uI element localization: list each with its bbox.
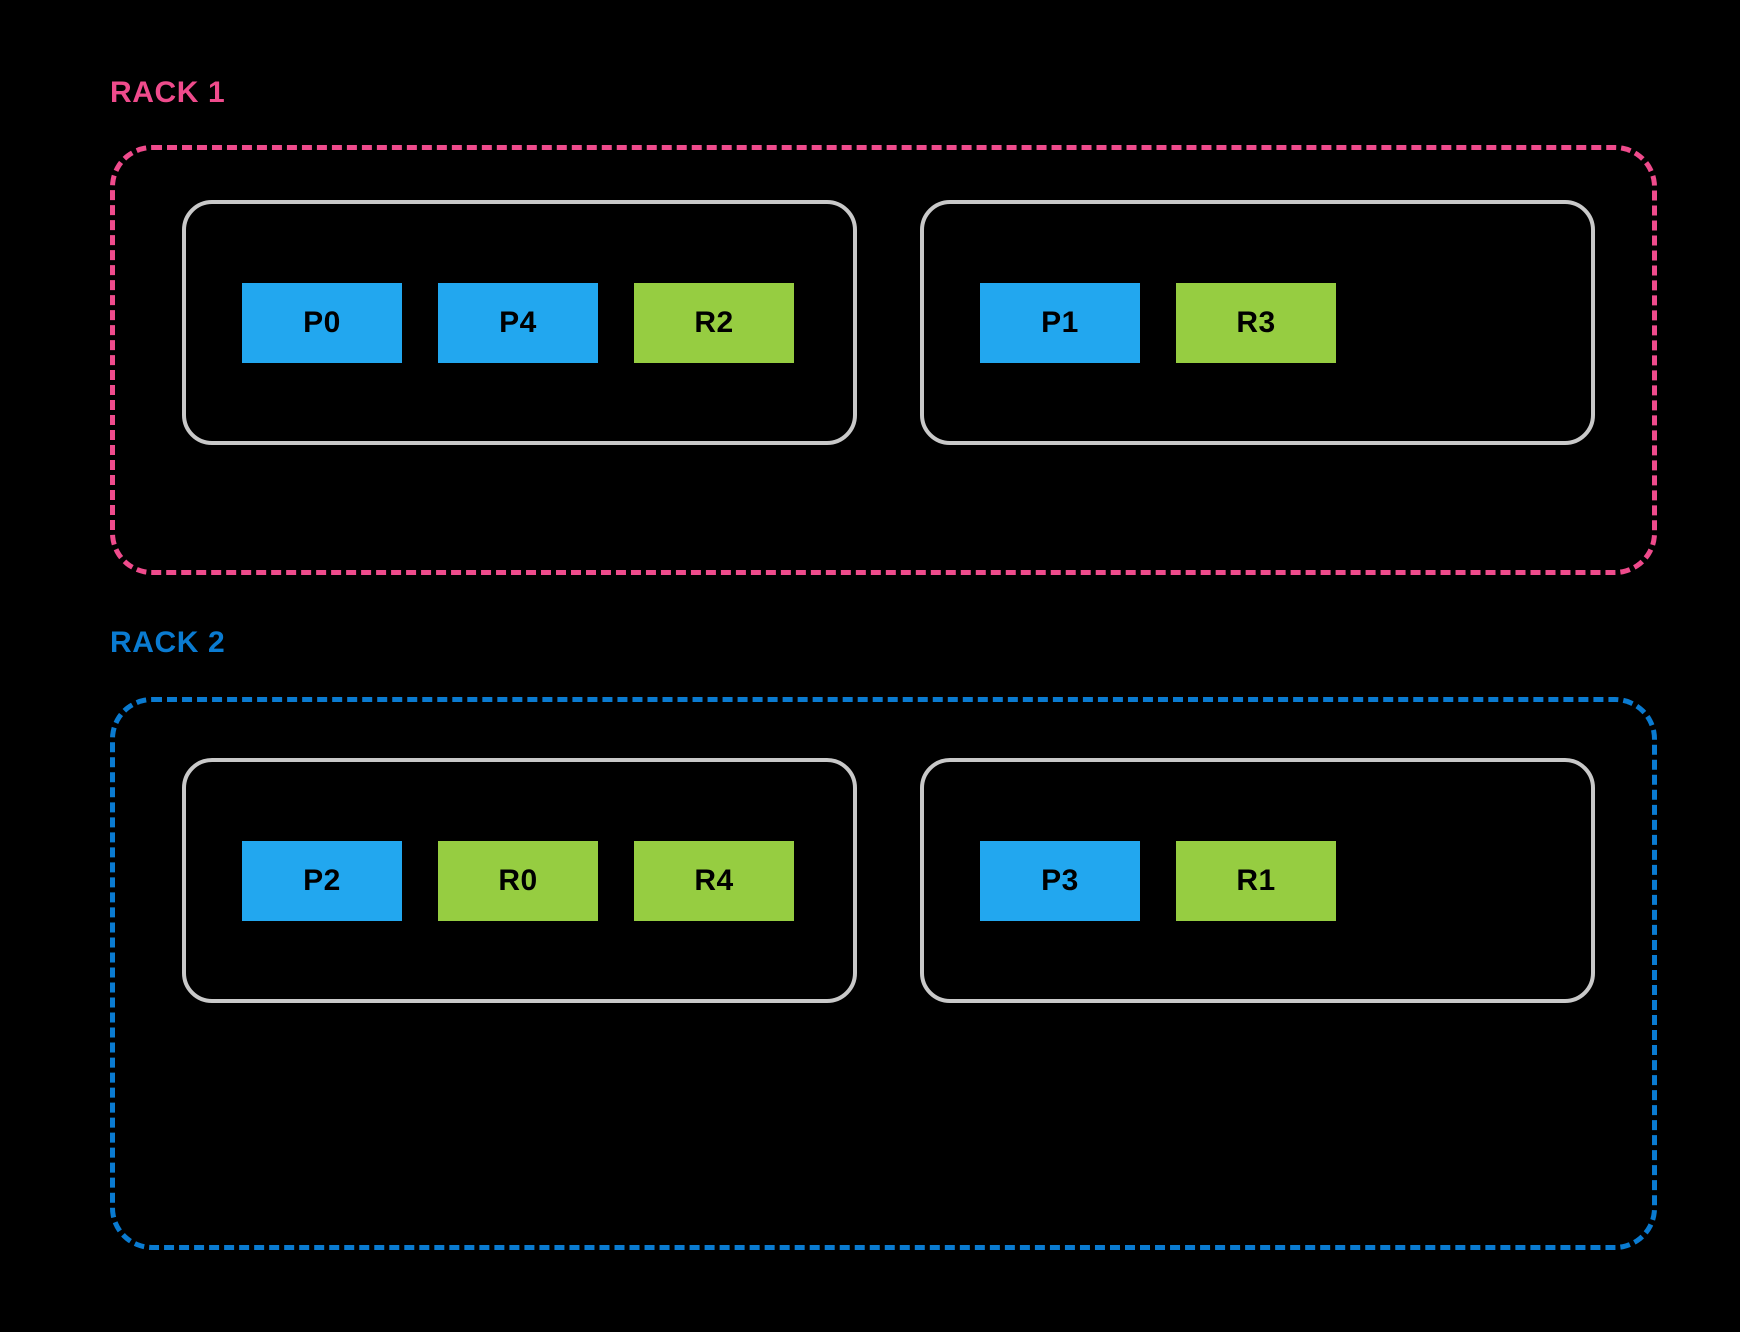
rack-2-node-2: P3 R1 xyxy=(920,758,1595,1003)
chip-p3: P3 xyxy=(980,840,1140,921)
rack-2-label: RACK 2 xyxy=(110,626,226,659)
chip-r1: R1 xyxy=(1176,840,1336,921)
rack-1-label: RACK 1 xyxy=(110,76,226,109)
rack-1-node-2: P1 R3 xyxy=(920,200,1595,445)
chip-p1: P1 xyxy=(980,282,1140,363)
chip-r0: R0 xyxy=(438,840,598,921)
rack-1-container xyxy=(110,145,1657,575)
chip-p0: P0 xyxy=(242,282,402,363)
chip-r3: R3 xyxy=(1176,282,1336,363)
chip-p4: P4 xyxy=(438,282,598,363)
chip-r4: R4 xyxy=(634,840,794,921)
chip-r2: R2 xyxy=(634,282,794,363)
rack-1-node-1: P0 P4 R2 xyxy=(182,200,857,445)
chip-p2: P2 xyxy=(242,840,402,921)
rack-2-container xyxy=(110,697,1657,1250)
rack-2-node-1: P2 R0 R4 xyxy=(182,758,857,1003)
